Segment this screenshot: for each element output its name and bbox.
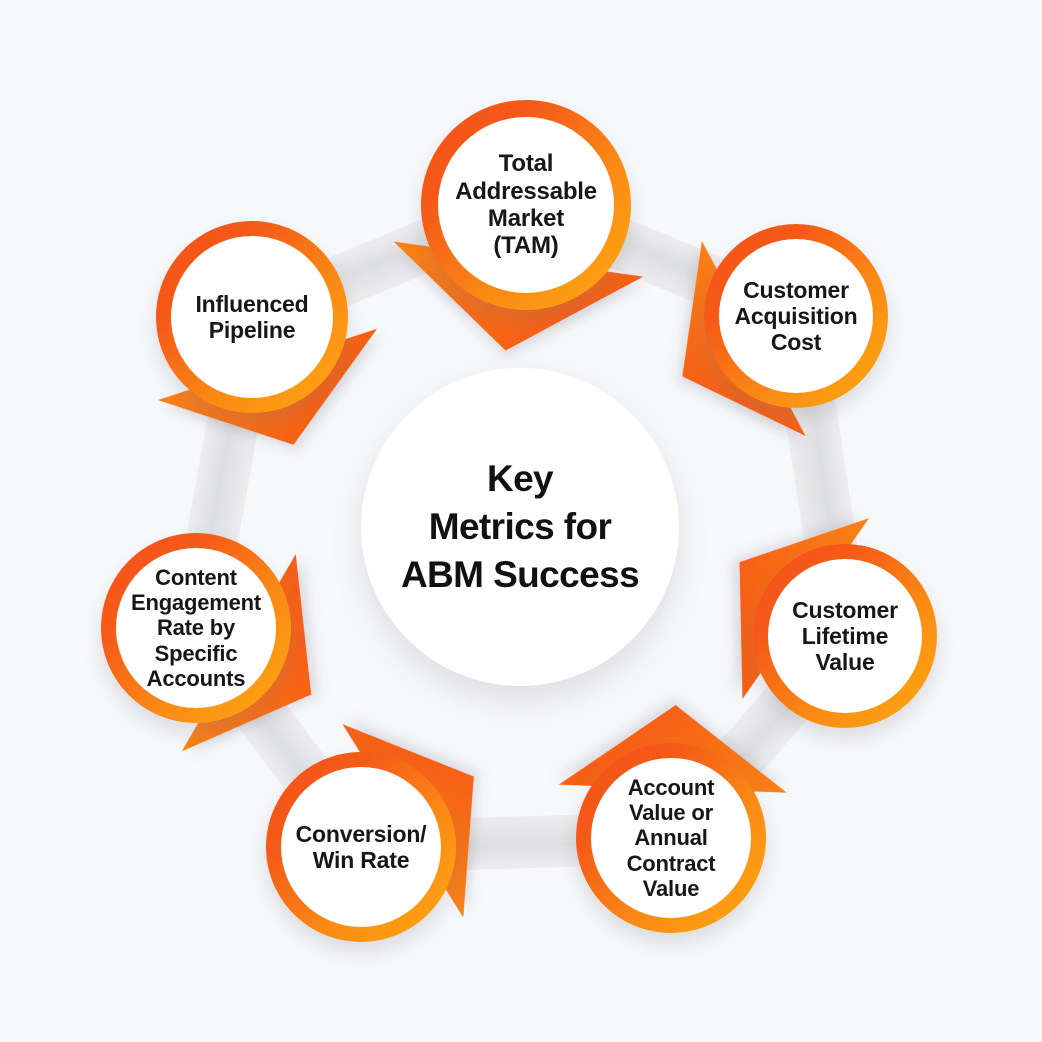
node-disc-influenced-pipeline — [171, 236, 333, 398]
node-total-addressable-market[interactable]: Total Addressable Market (TAM) — [421, 100, 631, 310]
node-disc-conversion-win-rate — [281, 767, 441, 927]
node-disc-account-value-or-annual-contract-value — [591, 758, 751, 918]
node-account-value-or-annual-contract-value[interactable]: Account Value or Annual Contract Value — [576, 743, 766, 933]
node-label-total-addressable-market: Total Addressable Market (TAM) — [455, 150, 597, 260]
node-label-influenced-pipeline: Influenced Pipeline — [195, 290, 309, 343]
node-customer-acquisition-cost[interactable]: Customer Acquisition Cost — [704, 224, 888, 408]
node-content-engagement-rate-by-specific-accounts[interactable]: Content Engagement Rate by Specific Acco… — [101, 533, 291, 723]
node-disc-customer-lifetime-value — [768, 559, 922, 713]
node-label-customer-acquisition-cost: Customer Acquisition Cost — [734, 276, 858, 356]
node-disc-customer-acquisition-cost — [719, 239, 873, 393]
node-label-conversion-win-rate: Conversion/ Win Rate — [295, 820, 427, 873]
center-node-label: Key Metrics for ABM Success — [400, 457, 640, 596]
node-label-customer-lifetime-value: Customer Lifetime Value — [792, 596, 898, 676]
center-node: Key Metrics for ABM Success — [361, 368, 679, 686]
node-disc-total-addressable-market — [438, 117, 614, 293]
node-disc-content-engagement-rate-by-specific-accounts — [116, 548, 276, 708]
node-conversion-win-rate[interactable]: Conversion/ Win Rate — [266, 752, 456, 942]
node-label-account-value-or-annual-contract-value: Account Value or Annual Contract Value — [626, 775, 716, 901]
node-customer-lifetime-value[interactable]: Customer Lifetime Value — [753, 544, 937, 728]
node-label-content-engagement-rate-by-specific-accounts: Content Engagement Rate by Specific Acco… — [130, 565, 262, 691]
node-influenced-pipeline[interactable]: Influenced Pipeline — [156, 221, 348, 413]
